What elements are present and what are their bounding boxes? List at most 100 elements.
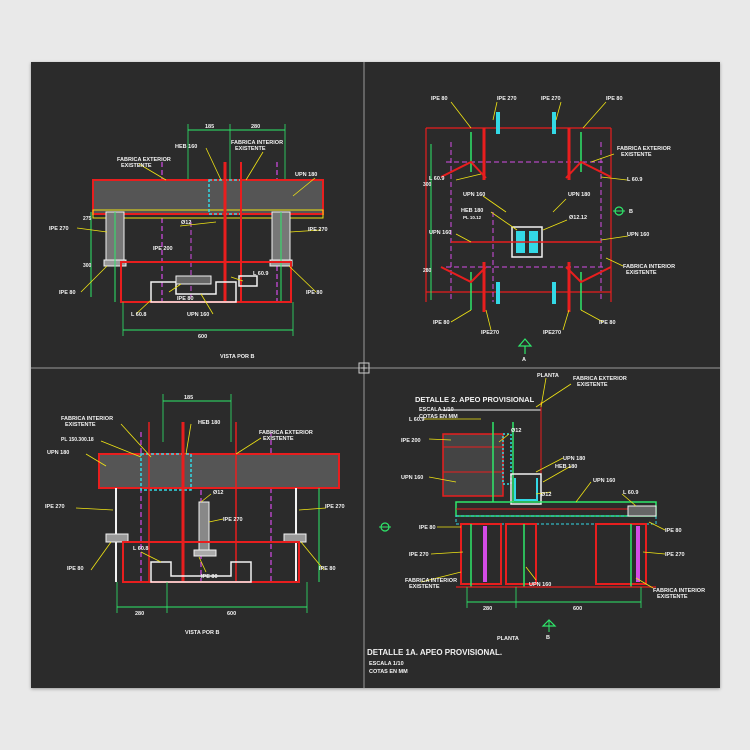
q1-fab-int: FABRICA INTERIOR [231, 140, 283, 146]
q3-fab-int: FABRICA INTERIOR [61, 416, 113, 422]
q2-ipe80-tl: IPE 80 [431, 96, 448, 102]
q4-fab-int-r: FABRICA INTERIOR [653, 588, 705, 594]
q2-ipe270-t1: IPE 270 [497, 96, 517, 102]
q3-ipe270-l: IPE 270 [45, 504, 65, 510]
q1-l60: L 60.8 [131, 312, 147, 318]
q4-escala: ESCALA 1/10 [419, 407, 454, 413]
q1-dim-300: 300 [83, 263, 92, 269]
q4-cotas2: COTAS EN MM [369, 669, 408, 675]
q1-existente: EXISTENTE [235, 146, 266, 152]
q2-ipe270-b2: IPE270 [543, 330, 561, 336]
detail-apeo-bottom-right: PLANTA FABRICA EXTERIOR EXISTENTE DETALL… [367, 373, 705, 675]
detail-vista-b-top: 185 280 HEB 160 FABRICA INTERIOR EXISTEN… [49, 124, 328, 360]
q3-dim-185: 185 [184, 395, 193, 401]
q4-upn160-r: UPN 160 [593, 478, 615, 484]
q4-dim-600: 600 [573, 606, 582, 612]
q2-upn160: UPN 160 [463, 192, 485, 198]
q2-fab-ext: FABRICA EXTERIOR [617, 146, 671, 152]
q3-existente2: EXISTENTE [263, 436, 294, 442]
q2-l609-r: L 60.9 [627, 177, 643, 183]
q1-fab-ext: FABRICA EXTERIOR [117, 157, 171, 163]
q4-ipe80-l: IPE 80 [419, 525, 436, 531]
drawing-sheet: 185 280 HEB 160 FABRICA INTERIOR EXISTEN… [31, 62, 720, 688]
q3-upn180: UPN 180 [47, 450, 69, 456]
q3-title: VISTA POR B [185, 630, 220, 636]
q2-ipe270-t2: IPE 270 [541, 96, 561, 102]
viewport-handle-icon[interactable] [358, 362, 370, 374]
q3-fab-ext: FABRICA EXTERIOR [259, 430, 313, 436]
q3-existente: EXISTENTE [65, 422, 96, 428]
section-marker-a-icon [517, 338, 533, 354]
q1-heb160: HEB 160 [175, 144, 197, 150]
q4-detalle-1a-title: DETALLE 1A. APEO PROVISIONAL. [367, 648, 502, 657]
q4-cotas: COTAS EN MM [419, 414, 458, 420]
q4-marker-b: B [546, 635, 550, 641]
q1-l609: L 60.9 [253, 271, 269, 277]
q2-upn160-r: UPN 160 [627, 232, 649, 238]
q1-dim-280: 280 [251, 124, 260, 130]
q4-upn160-l: UPN 160 [401, 475, 423, 481]
q2-phi12x: Ø12.12 [569, 215, 587, 221]
q4-ipe80-r: IPE 80 [665, 528, 682, 534]
q2-dim-280: 280 [423, 268, 432, 274]
q3-l60: L 60.8 [133, 546, 149, 552]
q2-upn160-l: UPN 160 [429, 230, 451, 236]
q3-ipe80-m: IPE 80 [201, 574, 218, 580]
q2-existente: EXISTENTE [621, 152, 652, 158]
q2-upn180: UPN 180 [568, 192, 590, 198]
q3-ipe270-r: IPE 270 [325, 504, 345, 510]
q1-dim-275: 275 [83, 216, 92, 222]
q3-dim-600: 600 [227, 611, 236, 617]
q2-ipe80-bl: IPE 80 [433, 320, 450, 326]
q4-planta-top: PLANTA [537, 373, 559, 379]
q4-fab-ext: FABRICA EXTERIOR [573, 376, 627, 382]
q2-marker-a: A [522, 357, 526, 363]
q1-dim-185: 185 [205, 124, 214, 130]
q1-title: VISTA POR B [220, 354, 255, 360]
q1-ipe80-r: IPE 80 [306, 290, 323, 296]
q2-marker-b: B [629, 209, 633, 215]
q4-planta-bot: PLANTA [497, 636, 519, 642]
q4-l609: L 60.9 [409, 417, 425, 423]
q3-phi12: Ø12 [213, 490, 223, 496]
q4-fab-int-l: FABRICA INTERIOR [405, 578, 457, 584]
section-marker-b-icon [613, 206, 625, 216]
q4-ipe270-r: IPE 270 [665, 552, 685, 558]
q1-ipe200: IPE 200 [153, 246, 173, 252]
q1-ipe270-l: IPE 270 [49, 226, 69, 232]
q1-existente-2: EXISTENTE [121, 163, 152, 169]
q2-dim-300: 300 [423, 182, 432, 188]
cad-drawing: 185 280 HEB 160 FABRICA INTERIOR EXISTEN… [31, 62, 720, 688]
q4-existente-r: EXISTENTE [657, 594, 688, 600]
q4-upn160-b: UPN 160 [529, 582, 551, 588]
q1-ipe270-r: IPE 270 [308, 227, 328, 233]
detail-vista-b-bottom: 185 FABRICA INTERIOR EXISTENTE HEB 180 F… [45, 394, 345, 636]
q1-dim-600: 600 [198, 334, 207, 340]
q2-ipe270-b1: IPE270 [481, 330, 499, 336]
q4-ipe270-l: IPE 270 [409, 552, 429, 558]
viewport-dividers [31, 62, 720, 688]
q4-phi12-b: Ø12 [541, 492, 551, 498]
q4-existente-l: EXISTENTE [409, 584, 440, 590]
q2-ipe80-br: IPE 80 [599, 320, 616, 326]
q3-dim-280: 280 [135, 611, 144, 617]
q3-pl: PL 150.300.18 [61, 437, 94, 443]
detail-plan-top-right: IPE 80 IPE 270 IPE 270 IPE 80 FABRICA EX… [423, 96, 675, 363]
section-marker-left-icon [379, 522, 391, 532]
q2-l609-l: L 60.9 [429, 176, 445, 182]
q4-upn180: UPN 180 [563, 456, 585, 462]
q2-pl: PL 10.12 [463, 215, 482, 220]
q1-phi12: Ø12 [181, 220, 191, 226]
q4-l609-r: L 60.9 [623, 490, 639, 496]
section-marker-b-bottom-icon [541, 619, 557, 632]
q2-fab-int: FABRICA INTERIOR [623, 264, 675, 270]
q4-detalle-2-title: DETALLE 2. APEO PROVISIONAL [415, 395, 535, 404]
q1-upn160: UPN 160 [187, 312, 209, 318]
q3-ipe270-m: IPE 270 [223, 517, 243, 523]
q4-ipe200: IPE 200 [401, 438, 421, 444]
q1-ipe80-b: IPE 80 [177, 296, 194, 302]
q4-heb180: HEB 180 [555, 464, 577, 470]
q1-ipe80-l: IPE 80 [59, 290, 76, 296]
q3-ipe80-l: IPE 80 [67, 566, 84, 572]
q3-heb180: HEB 180 [198, 420, 220, 426]
